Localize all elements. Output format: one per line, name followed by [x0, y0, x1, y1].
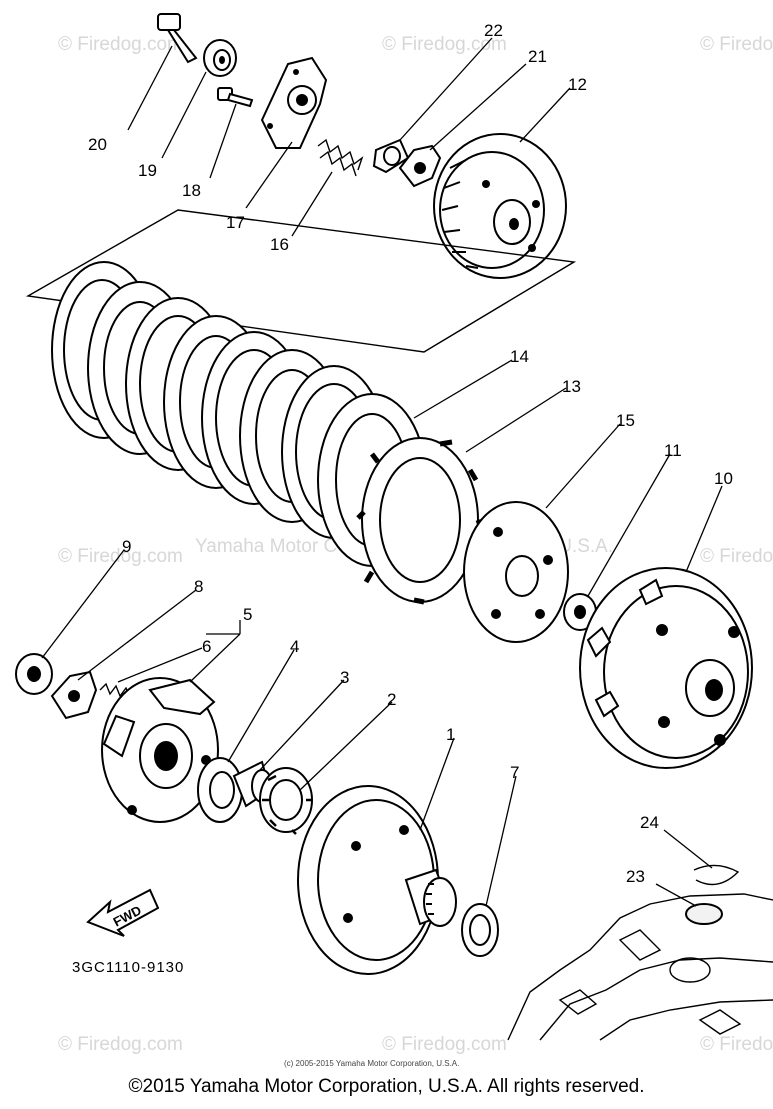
callout-18: 18	[182, 181, 201, 200]
part-13-friction-plate	[356, 437, 485, 605]
callout-15: 15	[616, 411, 635, 430]
crankcase-section	[507, 893, 773, 1041]
part-1-clutch-boss	[297, 785, 457, 975]
callout-21: 21	[528, 47, 547, 66]
part-4-washer	[197, 757, 243, 823]
watermark-text: © Firedog.com	[700, 1034, 773, 1055]
callout-20: 20	[88, 135, 107, 154]
callout-23: 23	[626, 867, 645, 886]
watermark-text: © Firedog.com	[58, 1034, 183, 1055]
watermark-text: © Firedog.com	[700, 34, 773, 55]
part-5-clutch-carrier	[101, 677, 219, 823]
part-15-pressure-plate	[463, 501, 569, 643]
callout-17: 17	[226, 213, 245, 232]
callout-6: 6	[202, 637, 211, 656]
clutch-pack-bracket	[25, 209, 577, 353]
callout-24: 24	[640, 813, 659, 832]
watermark-text: © Firedog.com	[58, 34, 183, 55]
part-24-circlip	[693, 864, 740, 886]
footer-copyright: ©2015 Yamaha Motor Corporation, U.S.A. A…	[128, 1076, 645, 1097]
callout-11: 11	[664, 441, 682, 460]
callout-1: 1	[446, 725, 455, 744]
watermark-text: © Firedog.com	[382, 34, 507, 55]
watermark-text: © Firedog.com	[382, 1034, 507, 1055]
callout-13: 13	[562, 377, 581, 396]
watermark-text: © Firedog.com	[700, 546, 773, 567]
callout-12: 12	[568, 75, 587, 94]
gear-teeth	[441, 159, 479, 269]
callout-14: 14	[510, 347, 529, 366]
part-17-plate	[260, 56, 328, 149]
part-2-one-way-clutch	[259, 767, 313, 835]
callout-8: 8	[194, 577, 203, 596]
part-8-lock-washer	[50, 670, 98, 720]
leader-lines	[41, 37, 723, 907]
callout-3: 3	[340, 668, 349, 687]
watermarks: © Firedog.com © Firedog.com © Firedog.co…	[58, 34, 773, 1055]
part-19-bearing	[203, 39, 237, 77]
fwd-arrow: FWD	[86, 888, 160, 937]
part-23-cap	[685, 903, 723, 925]
callout-10: 10	[714, 469, 733, 488]
callout-5: 5	[243, 605, 252, 624]
part-7-washer	[461, 903, 499, 957]
part-21-lockwasher	[398, 144, 442, 188]
callout-4: 4	[290, 637, 299, 656]
callout-7: 7	[510, 763, 519, 782]
callout-22: 22	[484, 21, 503, 40]
watermark-text: © Firedog.com	[58, 546, 183, 567]
part-6-spring	[99, 682, 131, 699]
callout-9: 9	[122, 537, 131, 556]
part-16-spring	[317, 138, 364, 177]
part-12-gear	[433, 133, 567, 279]
part-9-washer	[15, 653, 53, 695]
part-code: 3GC1110-9130	[72, 959, 184, 976]
part-10-clutch-housing	[579, 567, 753, 769]
callouts: 1 2 3 4 5 6 7 8 9 10 11 12 13 14 15 16 1…	[88, 21, 733, 886]
clutch-plates	[51, 261, 427, 567]
small-copyright: (c) 2005-2015 Yamaha Motor Corporation, …	[284, 1059, 459, 1068]
callout-2: 2	[387, 690, 396, 709]
part-18-bolt	[217, 87, 254, 108]
callout-16: 16	[270, 235, 289, 254]
part-22-nut	[372, 138, 410, 174]
callout-19: 19	[138, 161, 157, 180]
part-20-bolt	[157, 13, 198, 64]
